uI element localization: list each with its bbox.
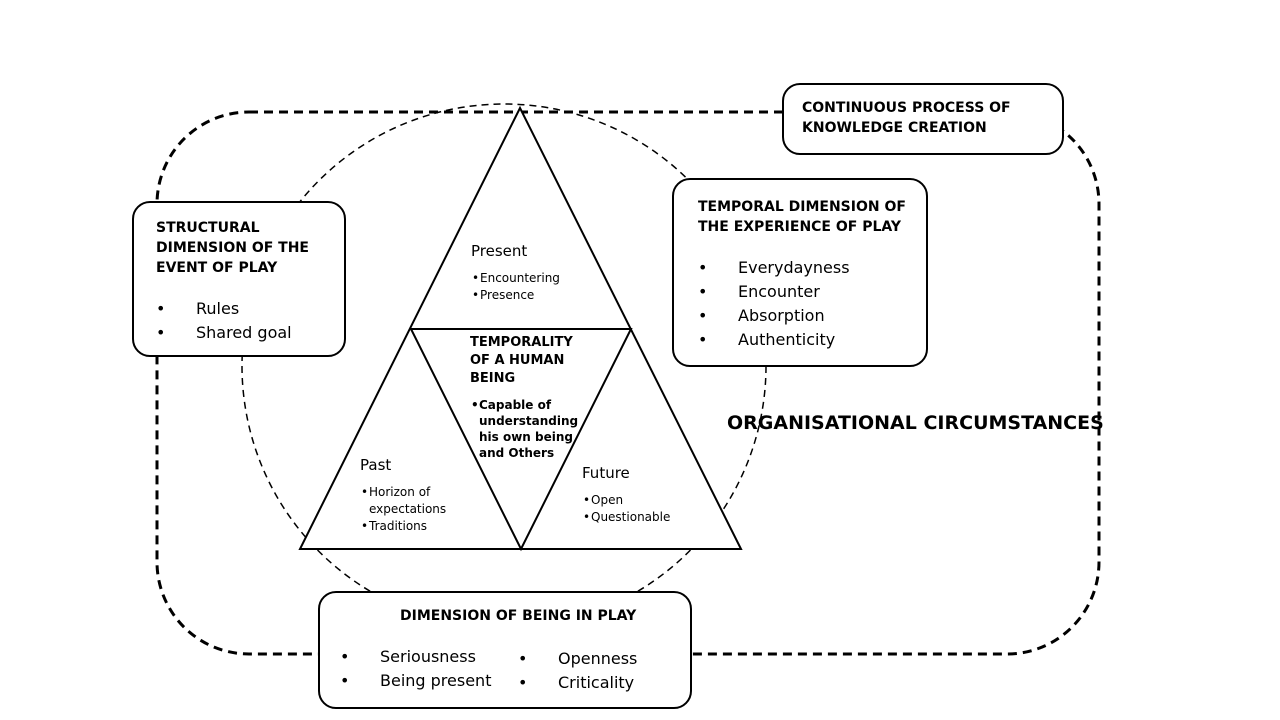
temporality-title: TEMPORALITY OF A HUMAN BEING — [470, 335, 573, 386]
list-item: Presence — [472, 287, 560, 304]
list-item: Questionable — [583, 509, 670, 526]
knowledge-creation-box: CONTINUOUS PROCESS OF KNOWLEDGE CREATION — [782, 83, 1064, 155]
list-item: Horizon of expectations — [361, 484, 446, 518]
being-in-play-box: DIMENSION OF BEING IN PLAY Seriousness B… — [318, 591, 692, 709]
past-label: Past — [360, 456, 392, 474]
list-item: Traditions — [361, 518, 446, 535]
structural-dimension-box: STRUCTURAL DIMENSION OF THE EVENT OF PLA… — [132, 201, 346, 357]
present-label: Present — [471, 242, 528, 260]
past-list: Horizon of expectations Traditions — [361, 484, 446, 535]
future-list: Open Questionable — [583, 492, 670, 526]
list-item: Rules — [156, 297, 292, 321]
structural-dimension-list: Rules Shared goal — [156, 297, 292, 345]
list-item: Being present — [340, 669, 491, 693]
list-item: Open — [583, 492, 670, 509]
list-item: Encounter — [698, 280, 850, 304]
structural-dimension-title: STRUCTURAL DIMENSION OF THE EVENT OF PLA… — [156, 220, 309, 276]
knowledge-creation-title: CONTINUOUS PROCESS OF KNOWLEDGE CREATION — [802, 100, 1011, 136]
temporal-dimension-list: Everydayness Encounter Absorption Authen… — [698, 256, 850, 352]
list-item: Criticality — [518, 671, 637, 695]
outer-boundary — [155, 110, 1101, 656]
being-in-play-list-right: Openness Criticality — [518, 647, 637, 695]
present-list: Encountering Presence — [472, 270, 560, 304]
being-in-play-title: DIMENSION OF BEING IN PLAY — [400, 608, 637, 624]
temporal-dimension-title: TEMPORAL DIMENSION OF THE EXPERIENCE OF … — [698, 199, 906, 235]
list-item: Seriousness — [340, 645, 491, 669]
list-item: Openness — [518, 647, 637, 671]
list-item: Everydayness — [698, 256, 850, 280]
temporal-dimension-box: TEMPORAL DIMENSION OF THE EXPERIENCE OF … — [672, 178, 928, 367]
list-item: Shared goal — [156, 321, 292, 345]
list-item: Encountering — [472, 270, 560, 287]
list-item: Absorption — [698, 304, 850, 328]
list-item: Authenticity — [698, 328, 850, 352]
organisational-circumstances-label: ORGANISATIONAL CIRCUMSTANCES — [727, 412, 1104, 434]
future-label: Future — [582, 464, 630, 482]
temporality-list: Capable of understanding his own being a… — [471, 397, 578, 461]
being-in-play-list-left: Seriousness Being present — [340, 645, 491, 693]
list-item: Capable of understanding his own being a… — [471, 397, 578, 461]
